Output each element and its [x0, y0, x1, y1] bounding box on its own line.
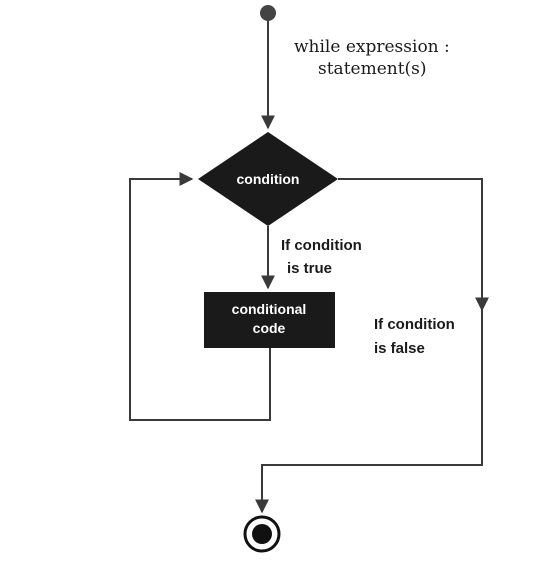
true-label-line-1: If condition: [281, 237, 362, 254]
false-label-line-1: If condition: [374, 316, 455, 333]
conditional-code-box: [204, 292, 335, 348]
header-line-2: statement(s): [318, 59, 427, 79]
start-node: [260, 5, 276, 21]
loop-back-edge: [129, 172, 271, 421]
header-line-1: while expression :: [294, 37, 450, 57]
end-node-inner: [252, 524, 272, 544]
body-label-line-1: conditional: [232, 301, 307, 317]
condition-label: condition: [237, 171, 300, 187]
condition-diamond: [198, 132, 338, 226]
false-label-line-2: is false: [374, 340, 425, 357]
false-to-end-edge: [255, 310, 483, 514]
condition-false-edge: [338, 178, 489, 312]
body-label-line-2: code: [253, 320, 286, 336]
true-label-line-2: is true: [287, 260, 332, 277]
